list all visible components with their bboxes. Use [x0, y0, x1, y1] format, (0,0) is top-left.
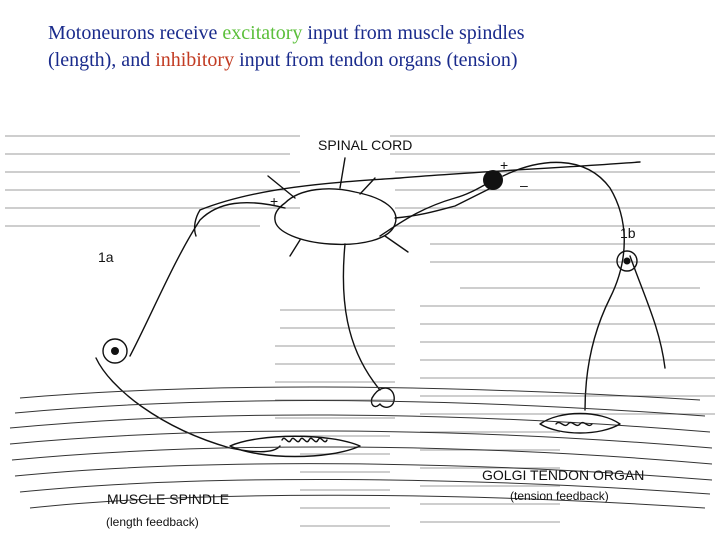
title-text: Motoneurons receive — [48, 22, 222, 44]
1b-afferent-fiber — [630, 256, 665, 368]
motoneuron-dendrite — [340, 158, 345, 188]
spinal-cord-outline — [200, 162, 640, 210]
reflex-pathway-diagram: SPINAL CORD 1a 1b + + – MUSCLE SPINDLE (… — [0, 128, 720, 540]
inhibitory-minus-sign: – — [520, 177, 528, 193]
excitatory-plus-sign: + — [500, 157, 508, 173]
golgi-tendon-organ-label: GOLGI TENDON ORGAN — [482, 467, 644, 483]
motoneuron-dendrite — [395, 186, 495, 218]
tension-feedback-label: (tension feedback) — [510, 489, 609, 503]
label-1a: 1a — [98, 249, 114, 265]
motoneuron-dendrite — [385, 236, 408, 252]
excitatory-plus-sign: + — [270, 193, 278, 209]
spinal-cord-label: SPINAL CORD — [318, 137, 412, 153]
title-text: (length), and — [48, 49, 155, 71]
excitatory-word: excitatory — [222, 22, 302, 44]
title-text: input from muscle spindles — [302, 22, 524, 44]
motor-end-plate — [371, 388, 394, 407]
inhibitory-word: inhibitory — [155, 49, 234, 71]
1a-ganglion-nucleus — [111, 347, 119, 355]
label-1b: 1b — [620, 225, 636, 241]
muscle-spindle-label: MUSCLE SPINDLE — [107, 491, 229, 507]
1b-ganglion-nucleus — [624, 258, 631, 265]
title-line-2: (length), and inhibitory input from tend… — [48, 47, 688, 74]
title-text: input from tendon organs (tension) — [234, 49, 517, 71]
motor-axon — [343, 244, 380, 390]
spindle-annulospiral-ending — [282, 438, 327, 441]
slide-title: Motoneurons receive excitatory input fro… — [48, 20, 688, 74]
1b-afferent-fiber — [503, 162, 624, 410]
title-line-1: Motoneurons receive excitatory input fro… — [48, 20, 688, 47]
inhibitory-interneuron — [483, 170, 503, 190]
length-feedback-label: (length feedback) — [106, 515, 199, 529]
motoneuron-dendrite — [290, 240, 300, 256]
